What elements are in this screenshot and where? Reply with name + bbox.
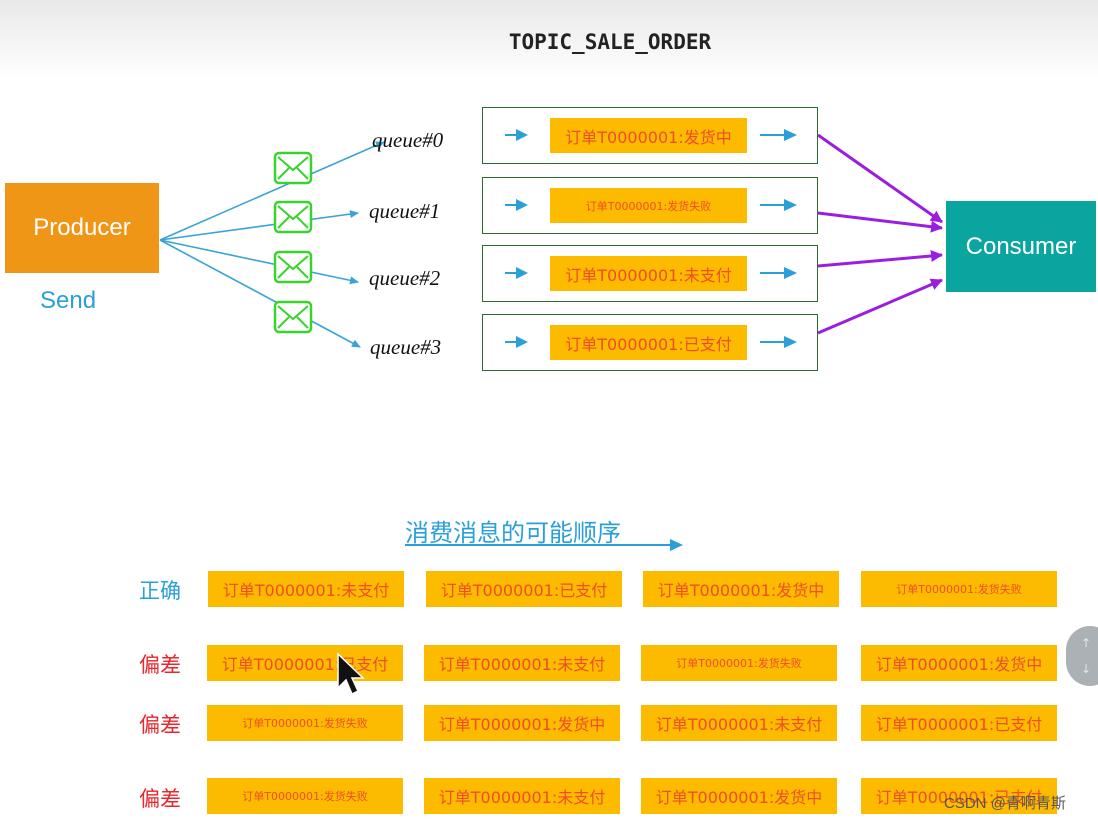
sequence-item: 订单T0000001:发货中 (861, 645, 1057, 681)
topic-title: TOPIC_SALE_ORDER (508, 30, 712, 54)
producer-box: Producer (5, 183, 159, 273)
scroll-down-icon[interactable]: ↓ (1081, 662, 1092, 676)
queue-label-3: queue#3 (370, 335, 442, 359)
queue-box-1 (482, 177, 818, 234)
envelope-icon (273, 151, 313, 185)
sequence-item: 订单T0000001:已支付 (207, 645, 403, 681)
watermark: CSDN @青啊青斯 (944, 795, 1066, 812)
consume-line-queue-1 (817, 211, 943, 233)
sequence-title: 消费消息的可能顺序 (405, 519, 621, 547)
sequence-item: 订单T0000001:已支付 (861, 705, 1057, 741)
send-line-queue-2 (159, 239, 359, 285)
sequence-item: 订单T0000001:未支付 (208, 571, 404, 607)
envelope-icon (273, 250, 313, 284)
sequence-title-arrowhead (670, 539, 683, 551)
sequence-item: 订单T0000001:发货失败 (207, 705, 403, 741)
row-label-correct: 正确 (139, 579, 181, 603)
send-line-queue-0 (159, 141, 385, 241)
mouse-cursor-icon (337, 652, 365, 696)
queue-message-3: 订单T0000001:已支付 (550, 325, 747, 360)
row-label-deviation-1: 偏差 (139, 653, 181, 677)
queue-box-0 (482, 107, 818, 164)
send-line-queue-3 (159, 239, 361, 348)
sequence-item: 订单T0000001:已支付 (861, 778, 1057, 814)
sequence-item: 订单T0000001:发货失败 (861, 571, 1057, 607)
sequence-item: 订单T0000001:发货失败 (641, 645, 837, 681)
sequence-item: 订单T0000001:发货中 (641, 778, 837, 814)
consume-line-queue-2 (817, 249, 943, 268)
envelope-icon (273, 200, 313, 234)
queue-label-1: queue#1 (369, 199, 441, 223)
send-line-queue-1 (159, 210, 359, 241)
sequence-item: 订单T0000001:发货失败 (207, 778, 403, 814)
scroll-up-icon[interactable]: ↑ (1081, 636, 1092, 650)
top-fade (0, 0, 1098, 80)
queue-message-0: 订单T0000001:发货中 (550, 118, 747, 153)
consume-line-queue-0 (817, 133, 943, 224)
queue-box-2 (482, 245, 818, 302)
sequence-item: 订单T0000001:未支付 (424, 645, 620, 681)
queue-box-3 (482, 314, 818, 371)
row-label-deviation-3: 偏差 (139, 787, 181, 811)
consumer-box: Consumer (946, 201, 1096, 292)
send-label: Send (40, 287, 97, 314)
sequence-item: 订单T0000001:发货中 (424, 705, 620, 741)
sequence-item: 订单T0000001:未支付 (424, 778, 620, 814)
scroll-float-button[interactable]: ↑ ↓ (1066, 626, 1098, 686)
queue-message-1: 订单T0000001:发货失败 (550, 188, 747, 223)
queue-label-0: queue#0 (372, 128, 444, 152)
sequence-item: 订单T0000001:发货中 (643, 571, 839, 607)
arrow-right-icon (505, 129, 797, 348)
queue-label-2: queue#2 (369, 266, 441, 290)
row-label-deviation-2: 偏差 (139, 713, 181, 737)
queue-message-2: 订单T0000001:未支付 (550, 256, 747, 291)
envelope-icon (273, 300, 313, 334)
sequence-item: 订单T0000001:未支付 (641, 705, 837, 741)
consume-line-queue-3 (817, 278, 943, 335)
sequence-item: 订单T0000001:已支付 (426, 571, 622, 607)
